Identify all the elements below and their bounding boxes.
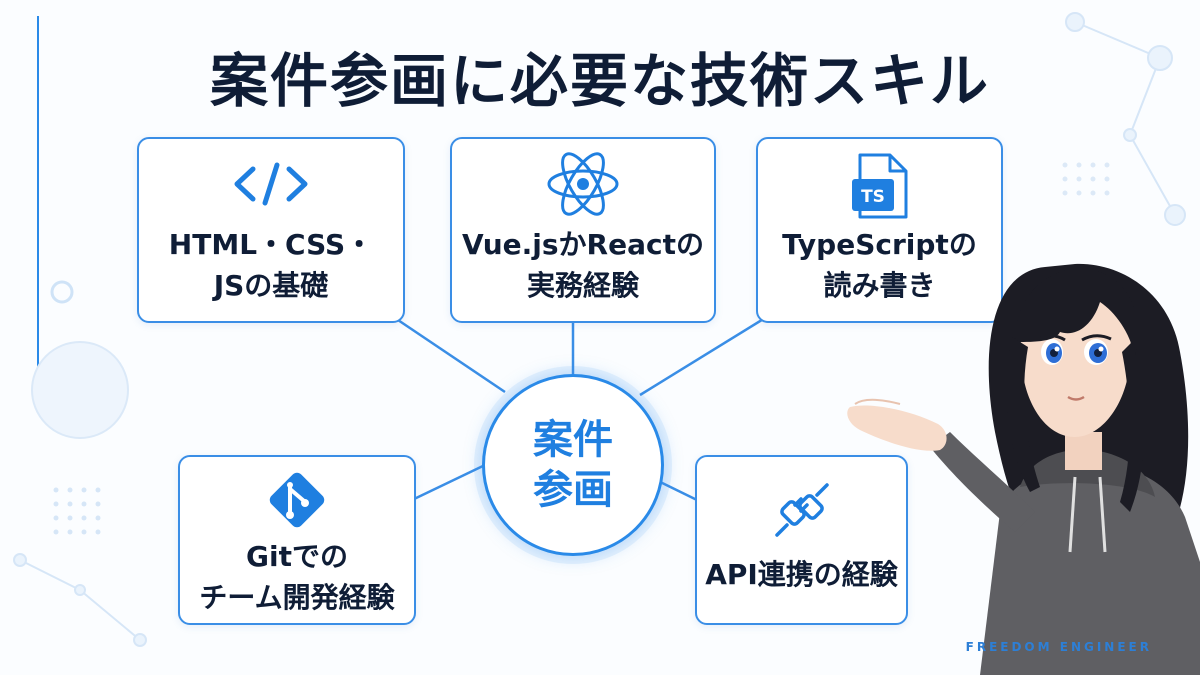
card-label-line: Vue.jsかReactの [462,228,704,261]
plug-connector-icon [767,475,837,557]
card-label-line: チーム開発経験 [199,580,395,614]
card-label-line: TypeScriptの [782,228,977,261]
connector-git [411,463,486,502]
eyes [1037,334,1112,365]
neck [1065,432,1102,470]
typescript-file-icon: TS [850,153,910,231]
hair-side-right [1120,342,1145,512]
open-hand [847,405,947,451]
page-title: 案件参画に必要な技術スキル [209,47,990,115]
skill-card-api: API連携の経験 [695,455,908,625]
center-label-line: 参画 [533,467,613,513]
react-atom-icon [543,151,623,229]
hoodie-drawstrings [1068,476,1107,553]
connector-html [394,316,506,394]
skill-card-html-css-js: HTML・CSS・ JSの基礎 [137,137,405,323]
skill-card-typescript: TS TypeScriptの 読み書き [756,137,1003,323]
card-label-line: 実務経験 [526,268,639,302]
decor-dot-grid-right [1062,162,1110,196]
git-logo-icon [264,467,330,545]
center-label-line: 案件 [533,417,613,463]
hoodie-body [980,463,1200,675]
mouth [1067,395,1085,401]
card-label-line: HTML・CSS・ [168,228,374,261]
decor-dot-grid-left [53,487,101,535]
card-label-line: JSの基礎 [213,268,329,302]
skill-card-vue-react: Vue.jsかReactの 実務経験 [450,137,716,323]
hoodie-hood [1020,449,1155,497]
card-label-line: Gitでの [246,540,348,573]
presenter-character-illustration [847,263,1200,675]
decor-network-right [1065,12,1186,226]
code-brackets-icon [231,159,311,221]
ts-badge-text: TS [861,187,885,207]
decor-circle [31,341,129,439]
center-hub: 案件 参画 [482,374,664,556]
connector-ts [639,316,766,397]
decor-ring [50,280,74,304]
card-label-line: 読み書き [823,268,936,302]
brand-label: FREEDOM ENGINEER [965,640,1152,654]
card-label-line: API連携の経験 [705,558,898,591]
decor-network-left [13,553,147,647]
hoodie-arm [930,432,1035,532]
hair-side-left [1006,337,1040,492]
skill-card-git: Gitでの チーム開発経験 [178,455,416,625]
